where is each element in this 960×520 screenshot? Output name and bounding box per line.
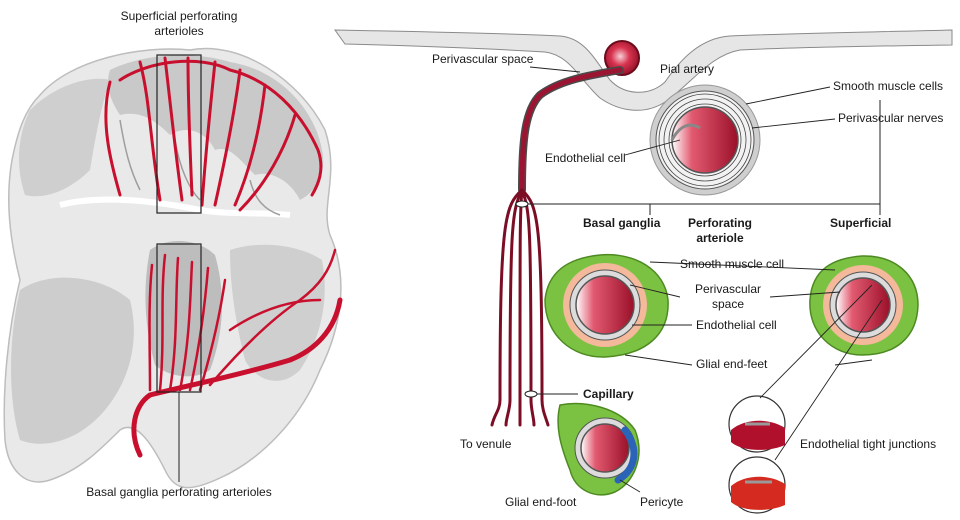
- tight-junction-inset-bottom: [729, 457, 785, 513]
- basal-ganglia-cross-section: [545, 255, 668, 357]
- heading-superficial: Superficial: [830, 216, 891, 231]
- basal-arterioles-label: Basal ganglia perforating arterioles: [86, 485, 271, 500]
- endothelial-cell-label-mid: Endothelial cell: [696, 318, 777, 333]
- capillary-cross-section: [558, 404, 639, 495]
- tight-junction-inset-top: [729, 396, 785, 452]
- heading-perforating-arteriole: Perforating arteriole: [688, 216, 752, 246]
- endothelial-cell-label-top: Endothelial cell: [545, 151, 626, 166]
- capillary-marker: [525, 391, 537, 397]
- perivascular-space-mid-label: Perivascular space: [695, 282, 761, 312]
- capillary-label: Capillary: [583, 387, 634, 402]
- glial-end-feet-label: Glial end-feet: [696, 357, 767, 372]
- brain-section: [4, 48, 341, 487]
- tight-junctions-label: Endothelial tight junctions: [800, 437, 936, 452]
- glial-end-foot-label: Glial end-foot: [505, 495, 576, 510]
- heading-basal-ganglia: Basal ganglia: [583, 216, 660, 231]
- perivascular-nerves-label: Perivascular nerves: [838, 111, 943, 126]
- pial-surface: [335, 30, 952, 110]
- pericyte-label: Pericyte: [640, 495, 683, 510]
- pial-artery-cross-section: [650, 85, 760, 195]
- arteriole-branches: [492, 190, 548, 425]
- branch-marker: [516, 201, 528, 207]
- to-venule-label: To venule: [460, 437, 511, 452]
- superficial-arterioles-label: Superficial perforating arterioles: [121, 9, 238, 39]
- perivascular-space-label: Perivascular space: [432, 52, 533, 67]
- superficial-cross-section: [810, 256, 918, 355]
- smooth-muscle-cells-label: Smooth muscle cells: [833, 79, 943, 94]
- smooth-muscle-cell-label: Smooth muscle cell: [680, 257, 784, 272]
- pial-artery-label: Pial artery: [660, 62, 714, 77]
